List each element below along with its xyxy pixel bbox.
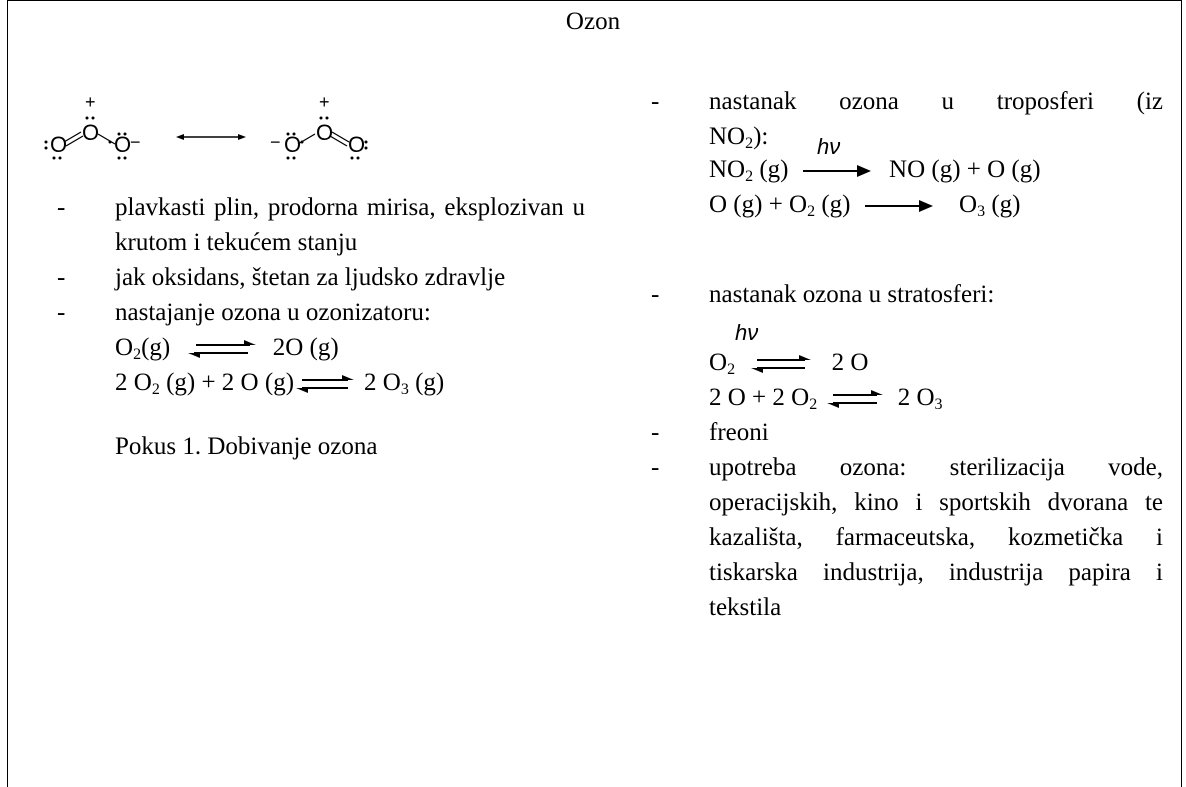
positive-charge: + xyxy=(319,92,330,112)
equation-ozonizer-2: 2 O2 (g) + 2 O (g) 2 O3 (g) xyxy=(115,369,445,398)
list-item: - nastajanje ozona u ozonizatoru: xyxy=(57,295,585,330)
list-item: - nastanak ozona u stratosferi: xyxy=(651,277,1163,312)
photon-label: hν xyxy=(817,134,841,159)
list-item-text: nastanak ozona u stratosferi: xyxy=(709,281,995,308)
equilibrium-arrow xyxy=(188,340,257,359)
list-dash: - xyxy=(651,454,660,481)
ozone-resonance-structures: O O O + − − O O O + xyxy=(44,92,368,160)
page-frame xyxy=(7,0,1182,787)
list-dash: - xyxy=(57,299,66,326)
oxygen-right: O xyxy=(348,132,365,157)
resonance-structure-1: O O O + − xyxy=(44,92,141,160)
negative-charge: − xyxy=(130,132,141,152)
equation-ozonizer-1: O2(g) 2O (g) xyxy=(115,334,339,363)
list-dash: - xyxy=(57,194,66,221)
oxygen-center: O xyxy=(82,120,99,145)
equation-troposphere-2: O (g) + O2 (g) O3 (g) xyxy=(709,191,1021,220)
resonance-arrow xyxy=(176,134,246,140)
equilibrium-arrow xyxy=(296,375,355,394)
right-column: - nastanak ozona u troposferi (iz NO2): … xyxy=(651,84,1163,625)
page-title: Ozon xyxy=(565,8,621,35)
list-item: - freoni xyxy=(651,415,1163,450)
oxygen-left: O xyxy=(50,132,67,157)
photon-label: hν xyxy=(735,320,759,345)
list-item-text: upotreba ozona: sterilizacija vode, oper… xyxy=(709,454,1163,621)
list-item: - jak oksidans, štetan za ljudsko zdravl… xyxy=(57,260,585,295)
list-dash: - xyxy=(651,281,660,308)
equation-stratosphere-1: O2 2 O xyxy=(709,349,869,378)
list-item: - nastanak ozona u troposferi (iz NO2): … xyxy=(651,84,1163,159)
equation-troposphere-1: NO2 (g) NO (g) + O (g) xyxy=(709,156,1041,185)
list-item-text: plavkasti plin, prodorna mirisa, eksploz… xyxy=(115,194,585,256)
equilibrium-arrow xyxy=(827,390,884,409)
list-item: - plavkasti plin, prodorna mirisa, ekspl… xyxy=(57,190,585,260)
list-dash: - xyxy=(651,419,660,446)
negative-charge: − xyxy=(270,132,281,152)
oxygen-right: O xyxy=(114,132,131,157)
reaction-arrow xyxy=(864,200,933,213)
oxygen-center: O xyxy=(316,120,333,145)
positive-charge: + xyxy=(85,92,96,112)
list-item-text: freoni xyxy=(709,419,769,446)
list-dash: - xyxy=(57,264,66,291)
reaction-arrow xyxy=(802,165,871,178)
list-dash: - xyxy=(651,88,660,115)
list-item-text: jak oksidans, štetan za ljudsko zdravlje xyxy=(115,264,506,291)
resonance-structure-2: − O O O + xyxy=(270,92,368,160)
experiment-label: Pokus 1. Dobivanje ozona xyxy=(115,433,378,460)
equilibrium-arrow xyxy=(751,355,812,374)
oxygen-left: O xyxy=(284,132,301,157)
list-item: - upotreba ozona: sterilizacija vode, op… xyxy=(651,450,1163,625)
photon-label-row: hν xyxy=(651,315,1163,345)
left-column: - plavkasti plin, prodorna mirisa, ekspl… xyxy=(57,190,585,464)
list-item-text: nastajanje ozona u ozonizatoru: xyxy=(115,299,431,326)
equation-stratosphere-2: 2 O + 2 O2 2 O3 xyxy=(709,384,943,413)
list-item-text: nastanak ozona u troposferi (iz xyxy=(709,88,1163,115)
